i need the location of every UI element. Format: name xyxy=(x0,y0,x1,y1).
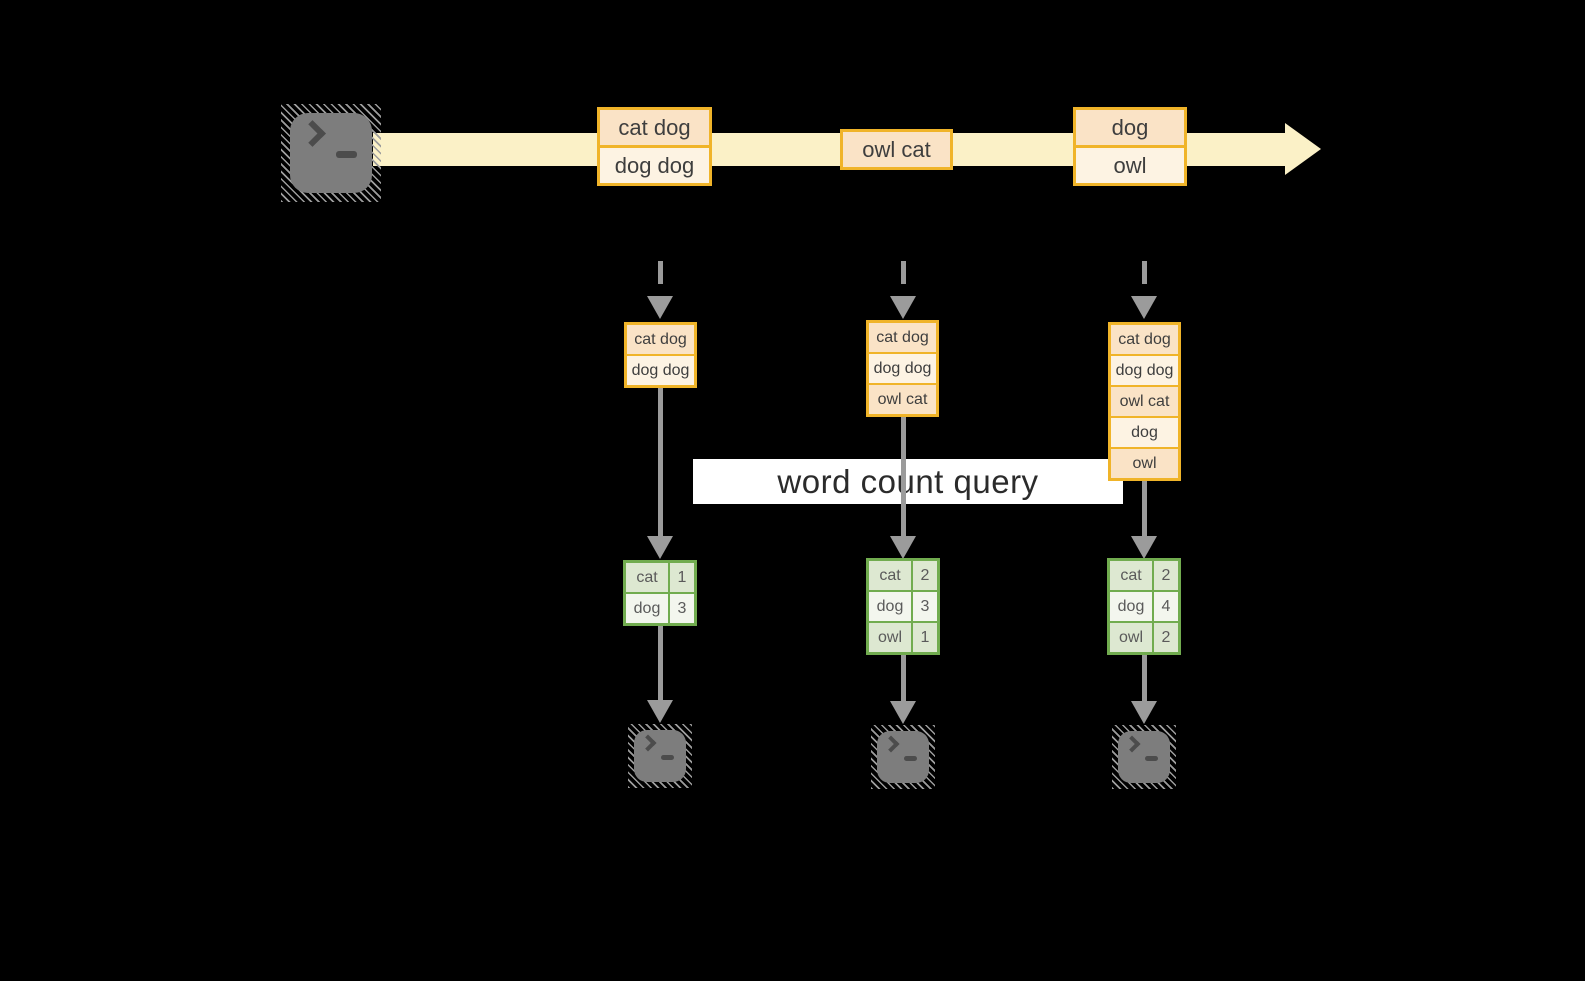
prompt-underscore-icon xyxy=(661,755,674,760)
dashed-down-arrow xyxy=(658,261,663,284)
down-arrowhead-icon xyxy=(647,536,673,559)
count-cell: 2 xyxy=(1154,623,1178,652)
prompt-chevron-icon xyxy=(1123,735,1141,753)
prompt-underscore-icon xyxy=(904,756,917,761)
event-box: cat dog dog dog xyxy=(597,107,712,186)
query-band: word count query xyxy=(693,459,1123,504)
sink-terminal-icon xyxy=(871,725,935,789)
down-arrowhead-icon xyxy=(890,536,916,559)
terminal-screen xyxy=(634,730,686,782)
count-cell: 1 xyxy=(913,623,937,652)
source-terminal-icon xyxy=(281,104,381,202)
word-cell: owl xyxy=(869,623,913,652)
dashed-down-arrow xyxy=(901,261,906,284)
word-cell: dog xyxy=(626,594,670,623)
solid-down-arrow xyxy=(658,626,663,700)
down-arrowhead-icon xyxy=(647,700,673,723)
state-row: owl xyxy=(1111,447,1178,478)
state-box: cat dog dog dog xyxy=(624,322,697,388)
prompt-chevron-icon xyxy=(639,734,657,752)
state-row: dog dog xyxy=(869,352,936,383)
count-table: cat 2 dog 4 owl 2 xyxy=(1107,558,1181,655)
table-row: cat 2 xyxy=(869,561,937,590)
stream-arrowhead-icon xyxy=(1285,123,1321,175)
state-row: dog dog xyxy=(1111,354,1178,385)
state-row: dog dog xyxy=(627,354,694,385)
down-arrowhead-icon xyxy=(890,701,916,724)
solid-down-arrow xyxy=(1142,479,1147,536)
count-cell: 2 xyxy=(913,561,937,590)
prompt-underscore-icon xyxy=(336,151,357,158)
count-table: cat 2 dog 3 owl 1 xyxy=(866,558,940,655)
event-box: dog owl xyxy=(1073,107,1187,186)
table-row: dog 4 xyxy=(1110,590,1178,621)
prompt-underscore-icon xyxy=(1145,756,1158,761)
solid-down-arrow xyxy=(901,655,906,701)
word-cell: cat xyxy=(1110,561,1154,590)
event-row: dog dog xyxy=(600,145,709,183)
event-row: cat dog xyxy=(600,110,709,145)
event-row: owl xyxy=(1076,145,1184,183)
event-row: dog xyxy=(1076,110,1184,145)
sink-terminal-icon xyxy=(628,724,692,788)
word-cell: dog xyxy=(1110,592,1154,621)
table-row: owl 1 xyxy=(869,621,937,652)
down-arrowhead-icon xyxy=(890,296,916,319)
count-cell: 3 xyxy=(670,594,694,623)
state-row: owl cat xyxy=(1111,385,1178,416)
table-row: cat 1 xyxy=(626,563,694,592)
count-cell: 2 xyxy=(1154,561,1178,590)
state-row: cat dog xyxy=(1111,325,1178,354)
table-row: owl 2 xyxy=(1110,621,1178,652)
sink-terminal-icon xyxy=(1112,725,1176,789)
word-cell: cat xyxy=(869,561,913,590)
event-box: owl cat xyxy=(840,129,953,170)
state-box: cat dog dog dog owl cat xyxy=(866,320,939,417)
count-cell: 3 xyxy=(913,592,937,621)
query-label: word count query xyxy=(777,462,1039,500)
count-cell: 4 xyxy=(1154,592,1178,621)
state-row: owl cat xyxy=(869,383,936,414)
solid-down-arrow xyxy=(658,386,663,536)
event-row: owl cat xyxy=(843,132,950,167)
dashed-down-arrow xyxy=(1142,261,1147,284)
terminal-screen xyxy=(1118,731,1170,783)
prompt-chevron-icon xyxy=(299,120,326,147)
word-cell: owl xyxy=(1110,623,1154,652)
down-arrowhead-icon xyxy=(647,296,673,319)
state-box: cat dog dog dog owl cat dog owl xyxy=(1108,322,1181,481)
solid-down-arrow xyxy=(1142,655,1147,701)
solid-down-arrow xyxy=(901,415,906,536)
count-table: cat 1 dog 3 xyxy=(623,560,697,626)
terminal-screen xyxy=(290,113,372,193)
table-row: dog 3 xyxy=(869,590,937,621)
table-row: dog 3 xyxy=(626,592,694,623)
down-arrowhead-icon xyxy=(1131,296,1157,319)
table-row: cat 2 xyxy=(1110,561,1178,590)
state-row: cat dog xyxy=(627,325,694,354)
terminal-screen xyxy=(877,731,929,783)
word-cell: dog xyxy=(869,592,913,621)
down-arrowhead-icon xyxy=(1131,701,1157,724)
word-cell: cat xyxy=(626,563,670,592)
down-arrowhead-icon xyxy=(1131,536,1157,559)
state-row: cat dog xyxy=(869,323,936,352)
state-row: dog xyxy=(1111,416,1178,447)
count-cell: 1 xyxy=(670,563,694,592)
prompt-chevron-icon xyxy=(882,735,900,753)
